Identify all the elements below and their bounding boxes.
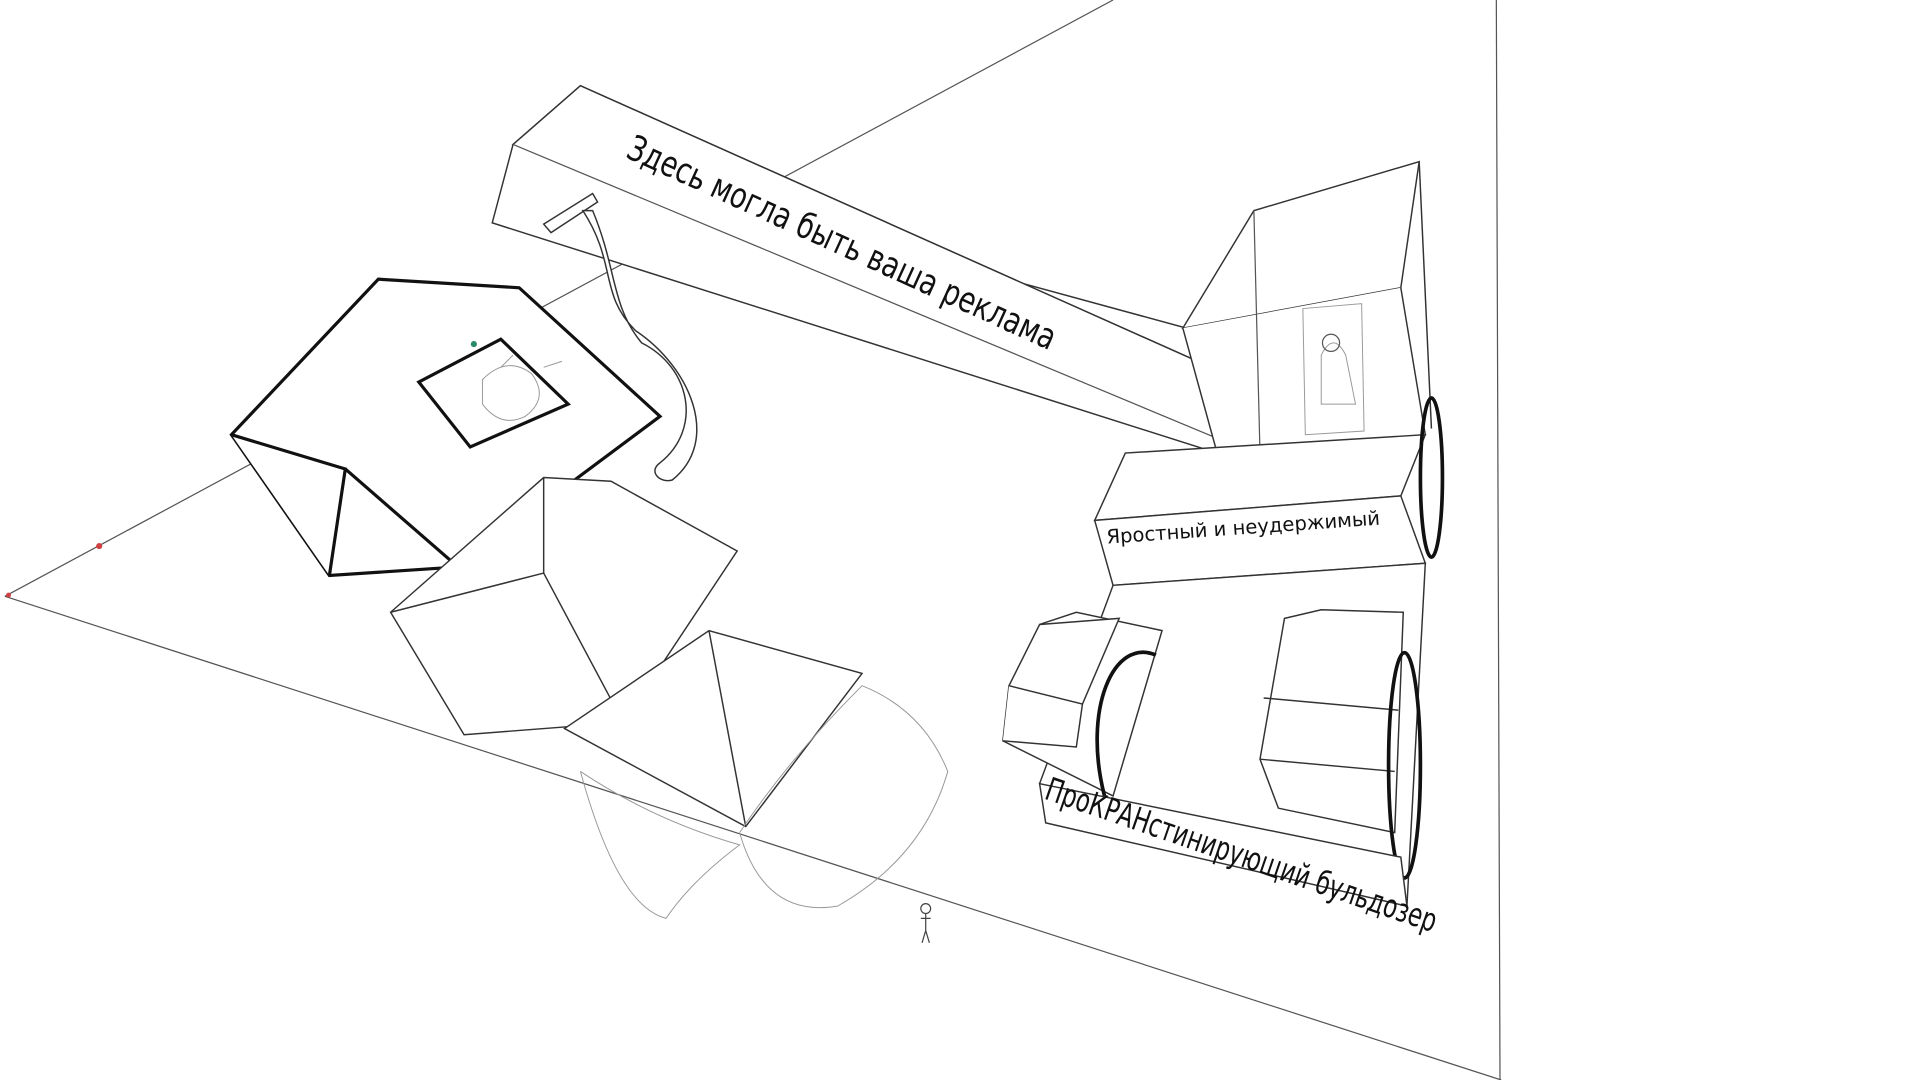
perspective-guides [4,0,1502,1080]
top-cube [229,277,663,578]
bulldozer-tracks [1002,396,1445,908]
cabin-plate: Яростный и неудержимый [1093,433,1427,587]
crane-tower [1181,160,1433,454]
small-person-figure [920,903,932,944]
hook-rope [581,209,698,482]
pyramid [563,629,949,919]
